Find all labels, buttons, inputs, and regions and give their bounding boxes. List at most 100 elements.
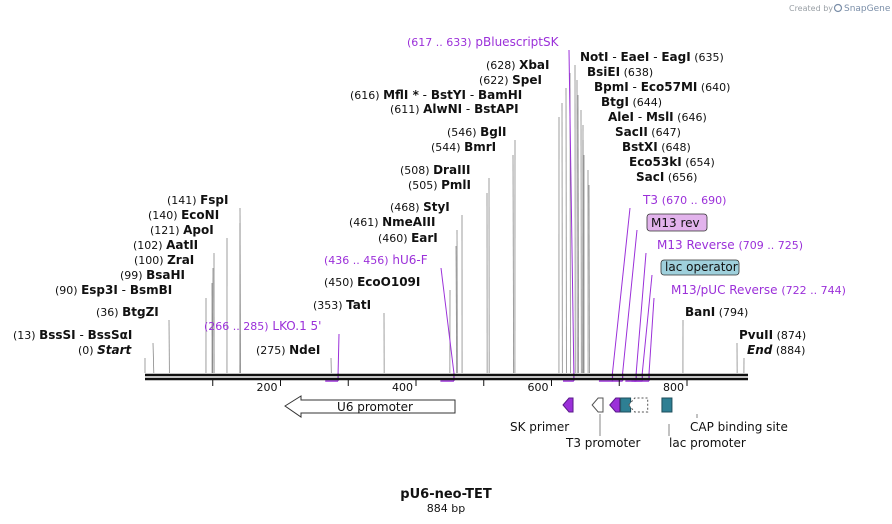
primer-t3[interactable]: T3 (670 .. 690) bbox=[598, 193, 726, 382]
site-label-nmeaiii[interactable]: (461) NmeAIII bbox=[349, 215, 435, 229]
feature-caption-sk-primer: SK primer bbox=[510, 420, 569, 434]
primer-name: LKO.1 5' bbox=[272, 319, 321, 333]
primer-label: (436 .. 456) hU6-F bbox=[324, 253, 428, 267]
primer-connector bbox=[648, 297, 655, 374]
primer-bind-arrow bbox=[609, 397, 621, 413]
site-position: (874) bbox=[777, 329, 807, 342]
site-label-esp3i[interactable]: (90) Esp3I - BsmBI bbox=[55, 283, 172, 297]
site-label-bstxi[interactable]: BstXI (648) bbox=[622, 140, 691, 154]
enzyme-name-bmri: BmrI bbox=[464, 140, 496, 154]
feature-caption-lac-promoter: lac promoter bbox=[669, 436, 746, 450]
enzyme-name-spei: SpeI bbox=[512, 73, 542, 87]
enzyme-name-alwni: AlwNI bbox=[423, 102, 462, 116]
site-label-eco53ki[interactable]: Eco53kI (654) bbox=[629, 155, 715, 169]
site-label-bsiei[interactable]: BsiEI (638) bbox=[587, 65, 653, 79]
feature-lac-promoter[interactable] bbox=[628, 397, 649, 413]
enzyme-name-bsiei: BsiEI bbox=[587, 65, 620, 79]
site-label-apoi[interactable]: (121) ApoI bbox=[150, 223, 214, 237]
site-label-mfli[interactable]: (616) MflI * - BstYI - BamHI bbox=[350, 88, 522, 102]
site-label-draiii[interactable]: (508) DraIII bbox=[400, 163, 470, 177]
primer-connector bbox=[440, 267, 455, 374]
site-position: (141) bbox=[167, 194, 197, 207]
feature-u6-promoter[interactable]: U6 promoter bbox=[284, 395, 456, 418]
site-label-ecoo109i[interactable]: (450) EcoO109I bbox=[324, 275, 420, 289]
site-label-alwni[interactable]: (611) AlwNI - BstAPI bbox=[390, 102, 519, 116]
feature-t3-promoter[interactable] bbox=[591, 397, 604, 413]
site-position: (654) bbox=[685, 156, 715, 169]
primer-label: M13/pUC Reverse (722 .. 744) bbox=[671, 283, 846, 297]
feature-sk-primer[interactable] bbox=[562, 397, 574, 413]
site-position: (656) bbox=[668, 171, 698, 184]
enzyme-name-pvuii: PvuII bbox=[739, 328, 773, 342]
primer-range: (722 .. 744) bbox=[781, 284, 846, 297]
primer-lko-1-5[interactable]: (266 .. 285) LKO.1 5' bbox=[204, 319, 340, 382]
enzyme-name-xbai: XbaI bbox=[519, 58, 549, 72]
site-position: (36) bbox=[96, 306, 119, 319]
site-label-noti[interactable]: NotI - EaeI - EagI (635) bbox=[580, 50, 724, 64]
site-label-aatii[interactable]: (102) AatII bbox=[133, 238, 198, 252]
site-position: (622) bbox=[479, 74, 509, 87]
primer-lac-operator[interactable]: lac operator bbox=[631, 259, 740, 382]
site-label-ndei[interactable]: (275) NdeI bbox=[256, 343, 320, 357]
site-label-end[interactable]: End (884) bbox=[747, 343, 805, 357]
primer-pbluescriptsk[interactable]: (617 .. 633) pBluescriptSK bbox=[407, 35, 575, 382]
site-label-btgzi[interactable]: (36) BtgZI bbox=[96, 305, 159, 319]
primer-hu6-f[interactable]: (436 .. 456) hU6-F bbox=[324, 253, 455, 382]
tick-label: 800 bbox=[663, 381, 684, 394]
enzyme-name-fspi: FspI bbox=[200, 193, 228, 207]
site-label-sacii[interactable]: SacII (647) bbox=[615, 125, 681, 139]
feature-cap-binding-site[interactable] bbox=[661, 397, 673, 413]
enzyme-name-saci: SacI bbox=[636, 170, 664, 184]
site-position: (546) bbox=[447, 126, 477, 139]
enzyme-name-bsahi: BsaHI bbox=[146, 268, 185, 282]
site-label-tati[interactable]: (353) TatI bbox=[313, 298, 371, 312]
enzyme-name-bgli: BglI bbox=[480, 125, 506, 139]
site-position: (468) bbox=[390, 201, 420, 214]
site-label-bsssi[interactable]: (13) BssSI - BssSαI bbox=[13, 328, 132, 342]
site-connector-eari bbox=[455, 245, 458, 374]
site-label-spei[interactable]: (622) SpeI bbox=[479, 73, 542, 87]
site-label-alei[interactable]: AleI - MslI (646) bbox=[608, 110, 707, 124]
site-position: (100) bbox=[134, 254, 164, 267]
site-label-pmli[interactable]: (505) PmlI bbox=[408, 178, 471, 192]
enzyme-name-tati: TatI bbox=[346, 298, 371, 312]
feature-element-3[interactable] bbox=[609, 397, 621, 413]
site-position: (884) bbox=[776, 344, 806, 357]
site-position: (611) bbox=[390, 103, 420, 116]
site-position: (275) bbox=[256, 344, 286, 357]
site-label-econi[interactable]: (140) EcoNI bbox=[148, 208, 219, 222]
site-label-fspi[interactable]: (141) FspI bbox=[167, 193, 229, 207]
site-label-zrai[interactable]: (100) ZraI bbox=[134, 253, 194, 267]
primer-connector bbox=[635, 252, 647, 374]
site-label-styi[interactable]: (468) StyI bbox=[390, 200, 450, 214]
enzyme-name-esp3i: Esp3I bbox=[81, 283, 118, 297]
site-separator: - bbox=[609, 50, 621, 64]
site-label-xbai[interactable]: (628) XbaI bbox=[486, 58, 550, 72]
site-label-bani[interactable]: BanI (794) bbox=[685, 305, 748, 319]
site-position: (90) bbox=[55, 284, 78, 297]
site-label-start[interactable]: (0) Start bbox=[78, 343, 132, 357]
tick-label: 200 bbox=[257, 381, 278, 394]
primer-m13-rev[interactable]: M13 rev bbox=[611, 213, 708, 382]
site-label-bsahi[interactable]: (99) BsaHI bbox=[120, 268, 185, 282]
site-label-btgi[interactable]: BtgI (644) bbox=[601, 95, 662, 109]
site-connectors bbox=[144, 64, 745, 374]
site-position: (461) bbox=[349, 216, 379, 229]
primer-name: M13/pUC Reverse bbox=[671, 283, 778, 297]
site-label-bpmi[interactable]: BpmI - Eco57MI (640) bbox=[594, 80, 730, 94]
primer-m13-reverse[interactable]: M13 Reverse (709 .. 725) bbox=[625, 238, 803, 382]
site-label-bgli[interactable]: (546) BglI bbox=[447, 125, 506, 139]
snapgene-credit: Created by SnapGene bbox=[789, 3, 891, 14]
site-position: (13) bbox=[13, 329, 36, 342]
primer-m13-puc-reverse[interactable]: M13/pUC Reverse (722 .. 744) bbox=[634, 283, 846, 382]
credit-brand: SnapGene bbox=[844, 4, 891, 14]
site-label-bmri[interactable]: (544) BmrI bbox=[431, 140, 496, 154]
site-label-saci[interactable]: SacI (656) bbox=[636, 170, 697, 184]
enzyme-name-apoi: ApoI bbox=[183, 223, 214, 237]
site-label-eari[interactable]: (460) EarI bbox=[378, 231, 438, 245]
enzyme-name-nmeaiii: NmeAIII bbox=[382, 215, 435, 229]
site-label-pvuii[interactable]: PvuII (874) bbox=[739, 328, 806, 342]
site-connector-bsssi bbox=[152, 342, 155, 374]
sequence-backbone bbox=[145, 373, 748, 381]
site-separator: - bbox=[629, 80, 641, 94]
